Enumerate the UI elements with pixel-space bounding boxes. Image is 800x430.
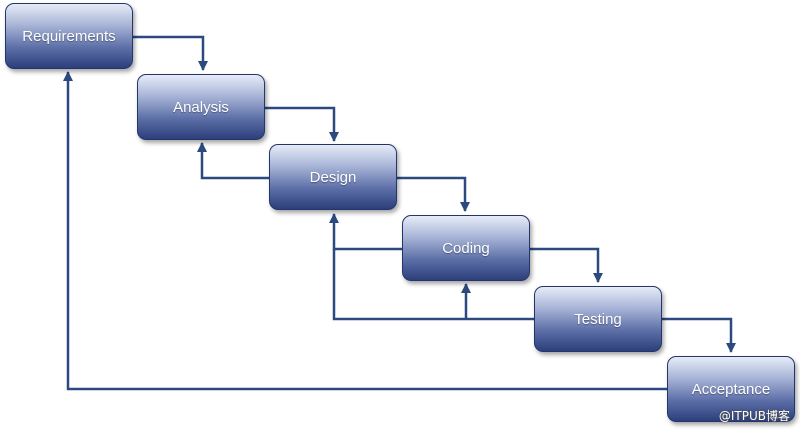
stage-design: Design	[269, 144, 397, 210]
stage-acceptance: Acceptance	[667, 356, 795, 422]
arrow-analysis-to-design	[265, 106, 339, 142]
arrow-testing-to-acceptance	[662, 317, 736, 353]
stage-testing: Testing	[534, 286, 662, 352]
watermark: @ITPUB博客	[718, 409, 790, 423]
arrow-requirements-to-analysis	[133, 35, 208, 71]
arrow-coding-to-testing	[530, 247, 603, 283]
stage-coding-label: Coding	[442, 239, 490, 257]
stage-testing-label: Testing	[574, 310, 622, 328]
stage-coding: Coding	[402, 215, 530, 281]
stage-analysis-label: Analysis	[173, 98, 229, 116]
stage-requirements-label: Requirements	[22, 27, 116, 45]
arrow-design-to-coding	[397, 176, 470, 212]
arrow-design-to-analysis	[197, 142, 270, 180]
arrow-acceptance-to-requirements	[63, 71, 669, 391]
stage-analysis: Analysis	[137, 74, 265, 140]
arrow-coding-to-design	[329, 213, 403, 251]
stage-requirements: Requirements	[5, 3, 133, 69]
stage-acceptance-label: Acceptance	[691, 380, 771, 398]
line-testing-to-design	[332, 249, 535, 321]
stage-design-label: Design	[309, 168, 357, 186]
